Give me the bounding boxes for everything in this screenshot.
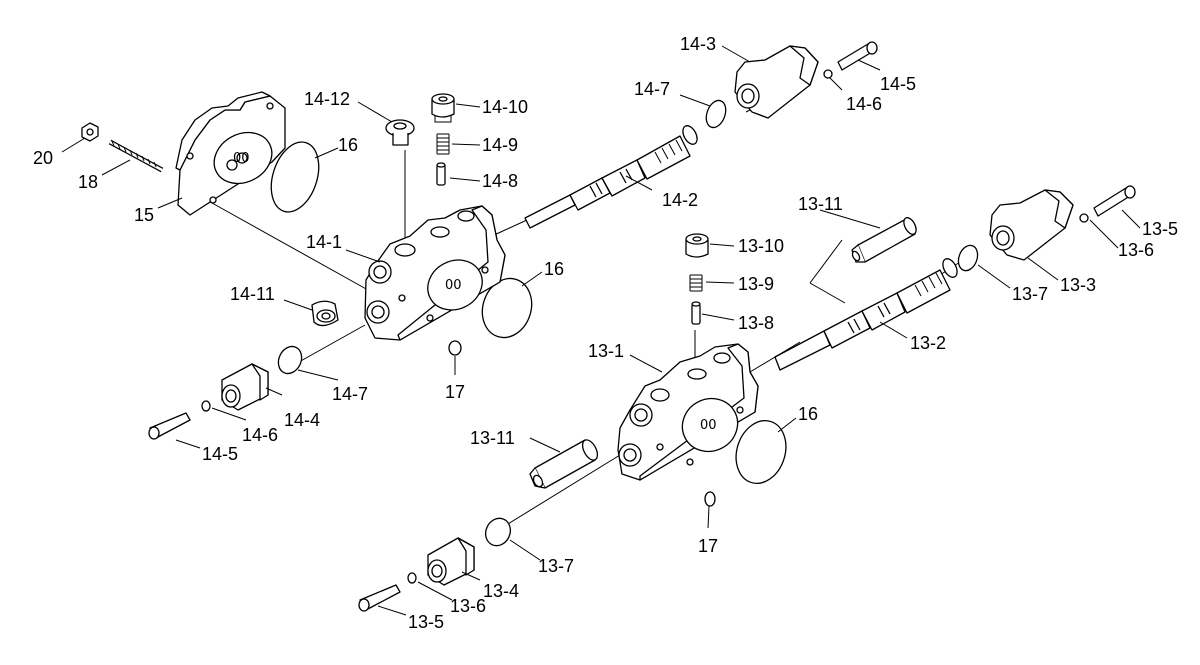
callout-leaders	[61, 45, 1141, 616]
o-ring-17-a	[448, 340, 462, 356]
callout-14-10: 14-10	[482, 97, 528, 117]
o-ring-13-7-lower	[484, 517, 512, 547]
o-ring-16-b	[481, 277, 533, 339]
o-ring-14-7-lower	[277, 345, 303, 375]
callout-14-3: 14-3	[680, 34, 716, 54]
callout-14-7-upper: 14-7	[634, 79, 670, 99]
callout-13-3: 13-3	[1060, 275, 1096, 295]
callout-13-8: 13-8	[738, 313, 774, 333]
callout-13-7-upper: 13-7	[1012, 284, 1048, 304]
callout-13-6-upper: 13-6	[1118, 240, 1154, 260]
cap-14-10	[431, 93, 455, 123]
callout-13-11-lower: 13-11	[470, 428, 515, 448]
plug-14-12	[385, 119, 415, 146]
o-ring-17-b	[704, 491, 716, 507]
bolt-14-5-upper	[837, 41, 878, 71]
callout-16-body13: 16	[798, 404, 818, 424]
callout-14-1: 14-1	[306, 232, 342, 252]
assembly-axis-lines	[211, 83, 961, 536]
callout-14-5-lower: 14-5	[202, 444, 238, 464]
callout-16-body14: 16	[544, 259, 564, 279]
callout-18: 18	[78, 172, 98, 192]
cap-13-4	[427, 537, 475, 586]
o-ring-16-c	[735, 420, 787, 484]
callout-14-8: 14-8	[482, 171, 518, 191]
end-cover-15: 00	[175, 91, 286, 216]
callout-13-6-lower: 13-6	[450, 596, 486, 616]
bolt-13-5-upper	[1093, 185, 1136, 217]
pin-13-8	[691, 301, 701, 325]
callout-20: 20	[33, 148, 53, 168]
callout-14-11: 14-11	[230, 284, 275, 304]
bolt-13-5-lower	[358, 584, 401, 612]
bolt-14-5-lower	[148, 412, 191, 440]
tie-bolt-18	[108, 139, 164, 173]
callout-13-4: 13-4	[483, 581, 519, 601]
callout-13-9: 13-9	[738, 274, 774, 294]
callout-13-10: 13-10	[738, 236, 784, 256]
check-13-11-lower	[529, 439, 599, 489]
callout-14-12: 14-12	[304, 89, 350, 109]
washer-13-6-upper	[1079, 213, 1089, 223]
callout-14-2: 14-2	[662, 190, 698, 210]
spring-cap-13-3	[989, 189, 1074, 261]
plug-14-11	[311, 300, 339, 327]
valve-body-14-1: 00	[364, 205, 506, 341]
cap-14-4	[221, 363, 269, 411]
callout-14-6-upper: 14-6	[846, 94, 882, 114]
callout-13-7-lower: 13-7	[538, 556, 574, 576]
callout-13-2: 13-2	[910, 333, 946, 353]
callout-15: 15	[134, 205, 154, 225]
washer-14-6-lower	[201, 400, 211, 412]
spool-14-2	[524, 125, 698, 229]
callout-14-7-lower: 14-7	[332, 384, 368, 404]
o-ring-14-7-upper	[705, 99, 727, 129]
callout-13-5-upper: 13-5	[1142, 219, 1178, 239]
callout-14-5-upper: 14-5	[880, 74, 916, 94]
o-ring-16-a	[270, 141, 320, 213]
body-14-mark: 00	[445, 278, 462, 293]
callout-13-11-upper: 13-11	[798, 194, 843, 214]
callout-14-9: 14-9	[482, 135, 518, 155]
spool-13-2	[774, 258, 958, 371]
washer-13-6-lower	[407, 572, 417, 584]
callout-13-1: 13-1	[588, 341, 624, 361]
callout-14-4: 14-4	[284, 410, 320, 430]
nut-20	[81, 122, 99, 142]
cap-13-10	[685, 233, 709, 258]
o-ring-13-7-upper	[957, 244, 979, 272]
check-13-11-upper	[851, 217, 917, 263]
spring-14-9	[436, 133, 450, 155]
callout-14-6-lower: 14-6	[242, 425, 278, 445]
pin-14-8	[436, 162, 446, 186]
callout-16-cover: 16	[338, 135, 358, 155]
washer-14-6-upper	[823, 69, 833, 79]
callout-17-upper: 17	[445, 382, 465, 402]
spring-cap-14-3	[734, 45, 819, 119]
valve-body-13-1: 00	[617, 343, 759, 481]
callout-labels: 20 18 15 16 16 16 17 17 14-1 14-2 14-3 1…	[33, 34, 1178, 632]
callout-17-lower: 17	[698, 536, 718, 556]
spring-13-9	[689, 274, 703, 292]
callout-13-5-lower: 13-5	[408, 612, 444, 632]
body-13-mark: 00	[700, 418, 717, 433]
cover-mark: 00	[233, 151, 250, 166]
